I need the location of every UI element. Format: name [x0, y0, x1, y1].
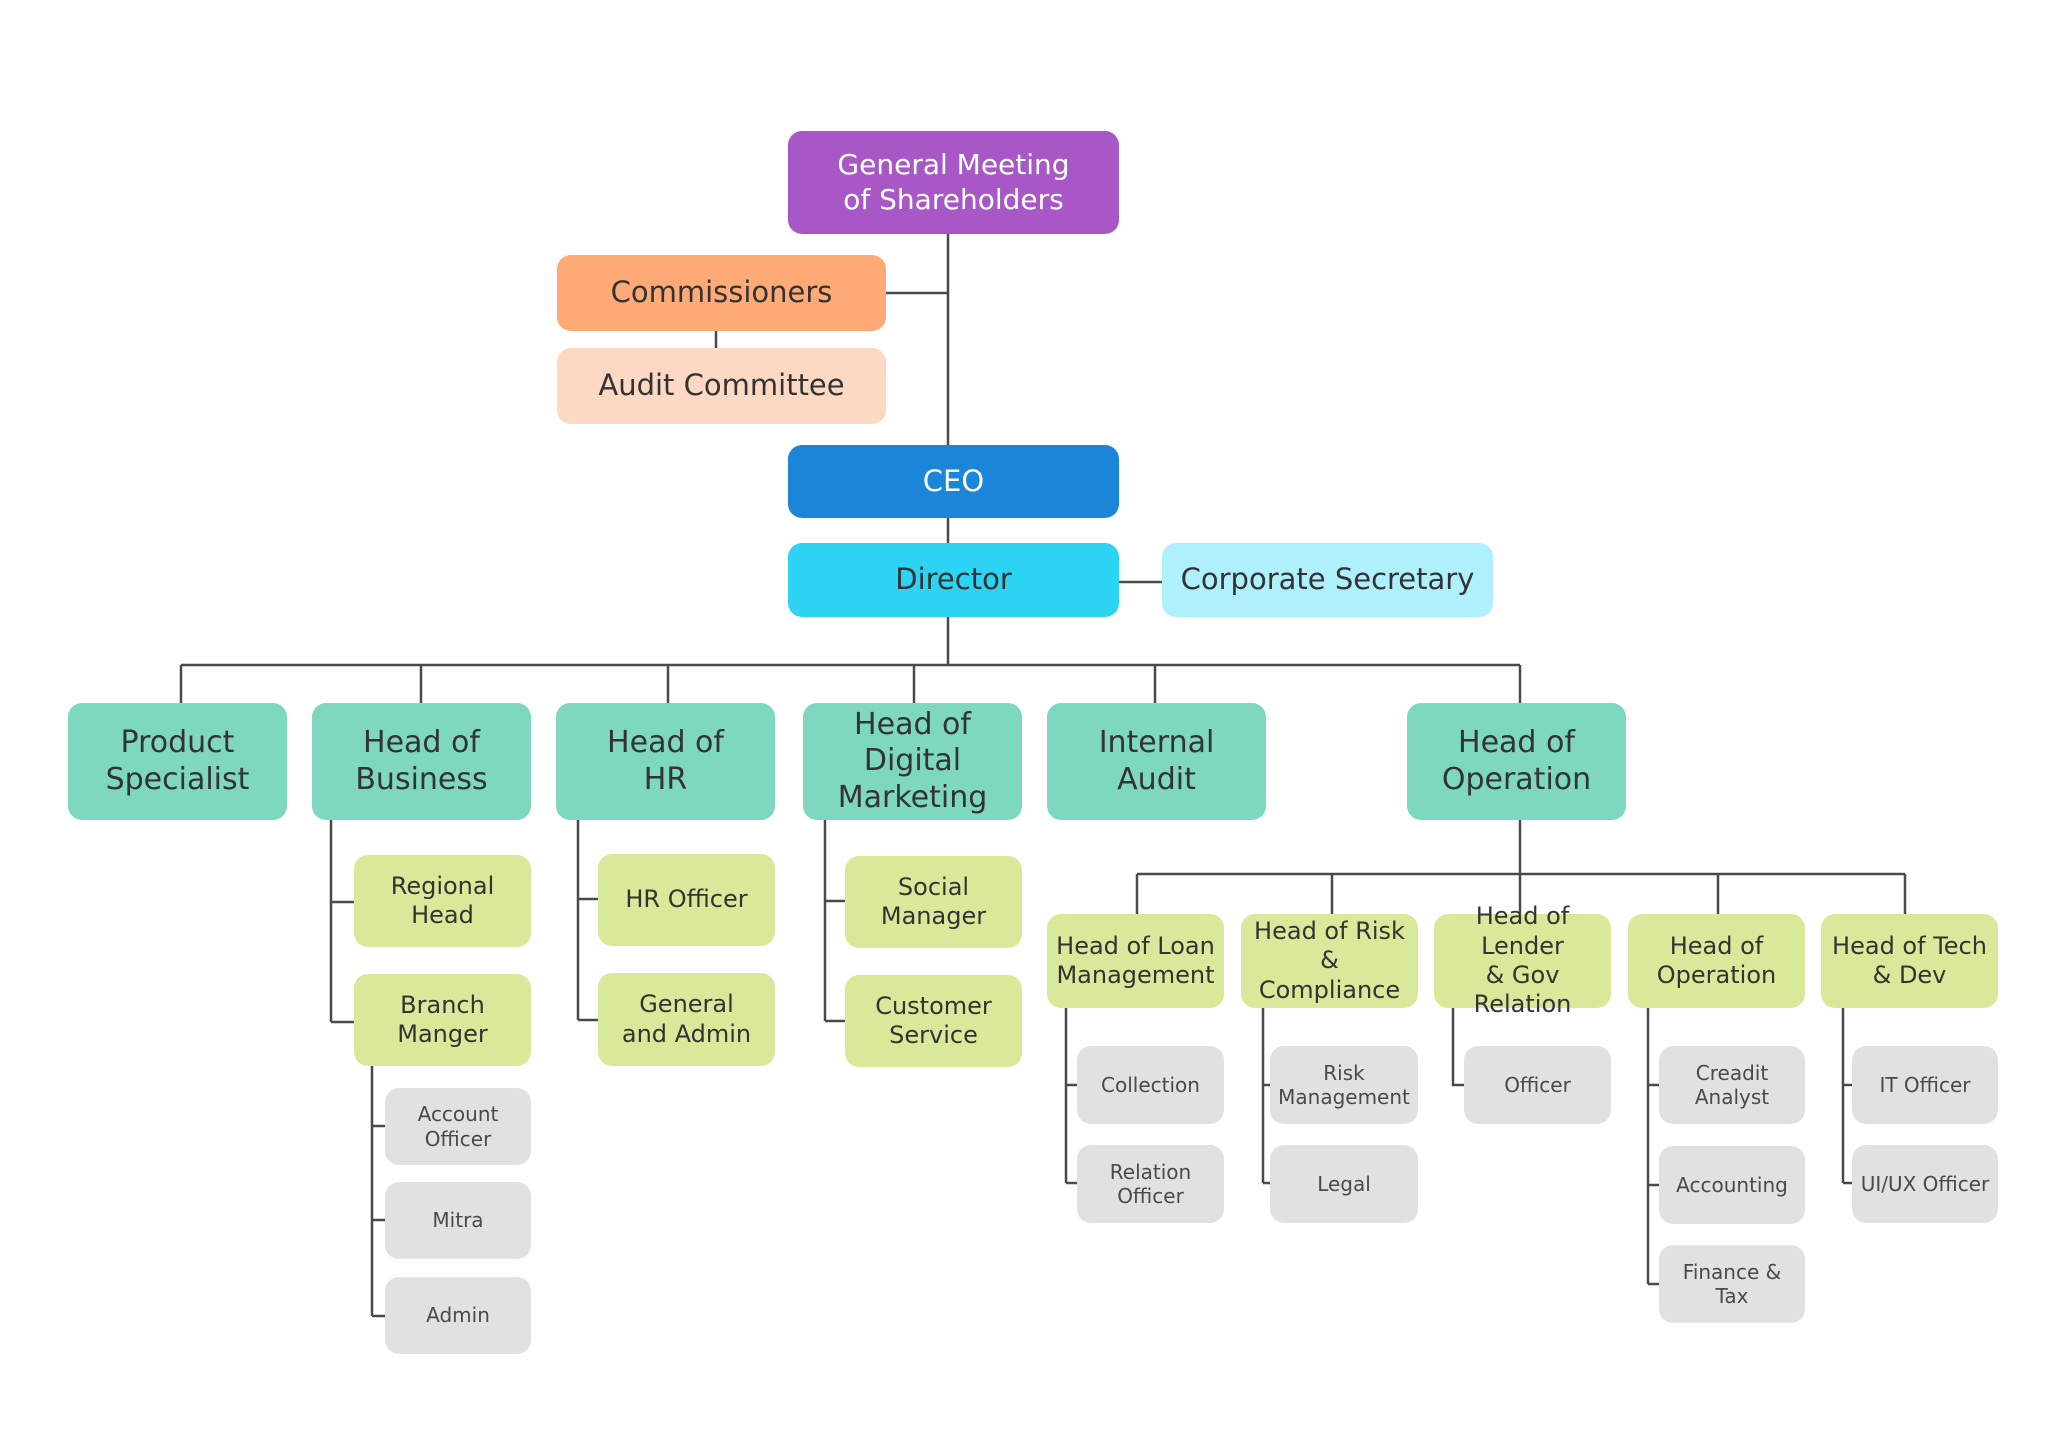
customer-service-node: Customer Service: [845, 975, 1022, 1067]
node-label: Account Officer: [417, 1102, 499, 1151]
head-of-business-node: Head of Business: [312, 703, 531, 820]
node-label: Relation Officer: [1109, 1159, 1192, 1208]
product-specialist-node: Product Specialist: [68, 703, 287, 820]
internal-audit-node: Internal Audit: [1047, 703, 1266, 820]
node-label: Branch Manger: [397, 990, 488, 1048]
node-label: Head of Digital Marketing: [837, 706, 988, 815]
node-label: Head of HR: [607, 724, 724, 797]
head-of-tech-dev-node: Head of Tech & Dev: [1821, 914, 1998, 1008]
head-of-loan-management-node: Head of Loan Management: [1047, 914, 1224, 1008]
node-label: Regional Head: [390, 871, 495, 929]
node-label: Internal Audit: [1098, 724, 1215, 797]
node-label: Head of Risk & Compliance: [1254, 917, 1405, 1004]
finance-tax-node: Finance & Tax: [1659, 1245, 1805, 1323]
commissioners-node: Commissioners: [557, 255, 886, 331]
node-label: General and Admin: [621, 990, 752, 1048]
connector-risk: [1261, 1008, 1270, 1185]
risk-management-node: Risk Management: [1270, 1046, 1418, 1124]
node-label: Customer Service: [875, 991, 992, 1049]
node-label: Head of Lender & Gov Relation: [1473, 902, 1572, 1019]
officer-node: Officer: [1464, 1046, 1611, 1124]
connector-digital: [823, 820, 845, 1023]
node-label: Head of Business: [355, 724, 488, 797]
general-meeting-node: General Meeting of Shareholders: [788, 131, 1119, 234]
audit-committee-node: Audit Committee: [557, 348, 886, 424]
general-and-admin-node: General and Admin: [598, 973, 775, 1066]
node-label: Officer: [1504, 1072, 1571, 1097]
relation-officer-node: Relation Officer: [1077, 1145, 1224, 1223]
mitra-node: Mitra: [385, 1182, 531, 1259]
creadit-analyst-node: Creadit Analyst: [1659, 1046, 1805, 1124]
node-label: Head of Loan Management: [1056, 931, 1215, 989]
node-label: Social Manager: [880, 872, 987, 930]
node-label: Admin: [426, 1303, 490, 1328]
head-of-lender-gov-relation-node: Head of Lender & Gov Relation: [1434, 902, 1611, 1018]
node-label: Finance & Tax: [1682, 1259, 1782, 1308]
node-label: Legal: [1317, 1171, 1371, 1196]
branch-manger-node: Branch Manger: [354, 974, 531, 1066]
connector-tech: [1841, 1008, 1852, 1185]
node-label: General Meeting of Shareholders: [837, 148, 1070, 216]
head-of-digital-marketing-node: Head of Digital Marketing: [803, 703, 1022, 820]
node-label: Risk Management: [1278, 1060, 1410, 1109]
connector-operation-drops: [1135, 874, 1907, 914]
connector-loan: [1064, 1008, 1077, 1185]
node-label: CEO: [922, 463, 985, 498]
corporate-secretary-node: Corporate Secretary: [1162, 543, 1493, 617]
accounting-node: Accounting: [1659, 1146, 1805, 1224]
hr-officer-node: HR Officer: [598, 854, 775, 946]
account-officer-node: Account Officer: [385, 1088, 531, 1165]
node-label: Product Specialist: [105, 724, 250, 797]
node-label: Commissioners: [610, 275, 833, 310]
node-label: Collection: [1101, 1072, 1200, 1097]
it-officer-node: IT Officer: [1852, 1046, 1998, 1124]
node-label: IT Officer: [1879, 1072, 1971, 1097]
head-of-risk-compliance-node: Head of Risk & Compliance: [1241, 914, 1418, 1008]
uiux-officer-node: UI/UX Officer: [1852, 1145, 1998, 1223]
node-label: Creadit Analyst: [1694, 1060, 1770, 1109]
collection-node: Collection: [1077, 1046, 1224, 1124]
head-of-operation-node: Head of Operation: [1407, 703, 1626, 820]
admin-node: Admin: [385, 1277, 531, 1354]
director-node: Director: [788, 543, 1119, 617]
node-label: Mitra: [432, 1208, 484, 1233]
node-label: Accounting: [1676, 1172, 1788, 1197]
connector-ops-sub: [1646, 1008, 1659, 1286]
node-label: UI/UX Officer: [1860, 1171, 1990, 1196]
ceo-node: CEO: [788, 445, 1119, 518]
head-of-operation-sub-node: Head of Operation: [1628, 914, 1805, 1008]
node-label: Head of Tech & Dev: [1832, 931, 1987, 989]
connector-dept-drops: [179, 665, 1522, 703]
connector-business: [329, 820, 354, 1024]
node-label: Corporate Secretary: [1180, 562, 1475, 597]
node-label: Head of Operation: [1441, 724, 1592, 797]
node-label: Director: [895, 562, 1012, 597]
node-label: HR Officer: [625, 885, 748, 914]
connector-lender: [1451, 1008, 1464, 1087]
node-label: Head of Operation: [1656, 931, 1777, 989]
node-label: Audit Committee: [598, 368, 845, 403]
social-manager-node: Social Manager: [845, 856, 1022, 948]
head-of-hr-node: Head of HR: [556, 703, 775, 820]
connector-branch: [370, 1066, 385, 1318]
legal-node: Legal: [1270, 1145, 1418, 1223]
regional-head-node: Regional Head: [354, 855, 531, 947]
connector-hr: [576, 820, 598, 1022]
